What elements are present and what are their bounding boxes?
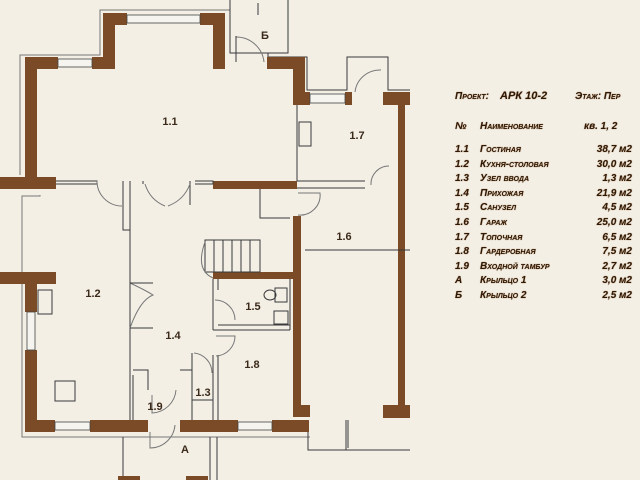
room-label-1-9: 1.9 [147, 401, 163, 413]
doors [96, 36, 390, 449]
stairs[interactable] [200, 239, 261, 279]
toilet-bowl-icon [263, 289, 277, 301]
room-label-1-5: 1.5 [245, 301, 261, 313]
room-label-b: Б [261, 30, 269, 42]
room-label-1-1: 1.1 [162, 116, 178, 128]
stove-icon [37, 289, 53, 315]
interior-partitions [56, 105, 410, 420]
room-label-a: А [181, 444, 189, 456]
windows [26, 14, 346, 431]
table-icon [54, 380, 76, 402]
room-label-1-6: 1.6 [336, 231, 352, 243]
boiler-icon [298, 121, 312, 147]
fixtures [37, 3, 349, 448]
toilet-icon [274, 287, 288, 303]
room-label-1-3: 1.3 [195, 387, 211, 399]
sink-icon [273, 310, 289, 325]
room-label-1-4: 1.4 [165, 330, 181, 342]
room-label-1-8: 1.8 [244, 359, 260, 371]
room-label-1-2: 1.2 [85, 288, 101, 300]
walls [0, 13, 410, 480]
room-label-1-7: 1.7 [349, 130, 365, 142]
